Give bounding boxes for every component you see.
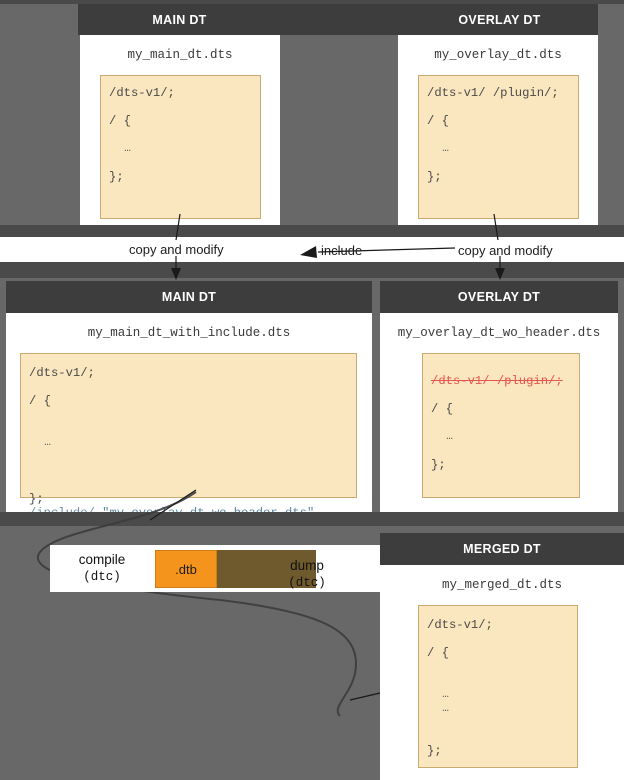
code-line: }; bbox=[427, 744, 442, 758]
code-line: / { bbox=[431, 402, 453, 416]
dtb-artifact-box: .dtb bbox=[155, 550, 217, 588]
dtb-artifact-label: .dtb bbox=[175, 561, 197, 577]
code-line: / { bbox=[427, 114, 449, 128]
stage1-overlay-panel: my_overlay_dt.dts /dts-v1/ /plugin/; / { … bbox=[398, 35, 598, 225]
stage2-main-header-label: MAIN DT bbox=[161, 290, 217, 304]
code-line: / { bbox=[29, 394, 51, 408]
code-line: / { bbox=[109, 114, 131, 128]
stage1-overlay-header-label: OVERLAY DT bbox=[458, 12, 541, 27]
stage2-overlay-header: OVERLAY DT bbox=[380, 281, 618, 313]
stage1-main-panel: my_main_dt.dts /dts-v1/; / { …}; bbox=[80, 35, 280, 225]
edge-label-include: include bbox=[321, 243, 363, 258]
code-line: /dts-v1/; bbox=[427, 618, 493, 632]
code-line: }; bbox=[109, 170, 124, 184]
code-line: }; bbox=[427, 170, 442, 184]
code-line: }; bbox=[29, 492, 44, 506]
stage2-overlay-code-box: /dts-v1/ /plugin/; / { …}; bbox=[422, 353, 580, 498]
top-edge-band bbox=[0, 0, 624, 4]
stage2-main-panel: my_main_dt_with_include.dts /dts-v1/; / {… bbox=[6, 313, 372, 520]
edge-label-copy-modify-right: copy and modify bbox=[458, 243, 553, 258]
stage3-merged-header: MERGED DT bbox=[380, 533, 624, 565]
edge-label-copy-modify-left: copy and modify bbox=[129, 242, 224, 257]
stage2-overlay-file-name: my_overlay_dt_wo_header.dts bbox=[397, 326, 601, 340]
stage2-overlay-panel: my_overlay_dt_wo_header.dts /dts-v1/ /pl… bbox=[380, 313, 618, 512]
stage3-merged-code-box: /dts-v1/; / { … …}; bbox=[418, 605, 578, 768]
stage1-main-header-label: MAIN DT bbox=[152, 12, 207, 27]
stage2-main-file-name: my_main_dt_with_include.dts bbox=[87, 326, 291, 340]
code-line-struck: /dts-v1/ /plugin/; bbox=[431, 374, 563, 388]
stage1-main-code-box: /dts-v1/; / { …}; bbox=[100, 75, 261, 219]
compile-label: compile (dtc) bbox=[52, 552, 152, 585]
stage1-main-file-name: my_main_dt.dts bbox=[127, 48, 233, 62]
stage3-merged-header-label: MERGED DT bbox=[463, 542, 541, 556]
dump-label: dump (dtc) bbox=[272, 558, 342, 591]
code-line: /dts-v1/; bbox=[109, 86, 175, 100]
dtb-shadow-strip bbox=[216, 550, 316, 588]
code-line: /dts-v1/; bbox=[29, 366, 95, 380]
code-line: … bbox=[427, 689, 450, 701]
stage3-merged-panel: my_merged_dt.dts /dts-v1/; / { … …}; bbox=[380, 565, 624, 780]
edge-strip-bottom-band bbox=[0, 262, 624, 278]
stage1-overlay-file-name: my_overlay_dt.dts bbox=[434, 48, 562, 62]
code-line: … bbox=[29, 437, 52, 449]
stage3-merged-file-name: my_merged_dt.dts bbox=[441, 578, 563, 592]
code-line: /dts-v1/ /plugin/; bbox=[427, 86, 559, 100]
code-line: … bbox=[427, 143, 450, 155]
compile-label-text: compile bbox=[78, 552, 126, 567]
stage2-main-header: MAIN DT bbox=[6, 281, 372, 313]
dump-tool-text: (dtc) bbox=[288, 576, 326, 590]
code-line: … bbox=[431, 431, 454, 443]
compile-tool-text: (dtc) bbox=[83, 570, 121, 584]
code-line: … bbox=[427, 703, 450, 715]
dump-label-text: dump bbox=[290, 558, 324, 573]
stage1-overlay-code-box: /dts-v1/ /plugin/; / { …}; bbox=[418, 75, 579, 219]
code-line: / { bbox=[427, 646, 449, 660]
code-line: … bbox=[109, 143, 132, 155]
stage2-bottom-band bbox=[0, 512, 624, 526]
stage2-overlay-header-label: OVERLAY DT bbox=[457, 290, 541, 304]
stage1-header-band: MAIN DT OVERLAY DT bbox=[78, 4, 598, 35]
stage1-bottom-band bbox=[0, 225, 624, 237]
code-line: }; bbox=[431, 458, 446, 472]
stage2-main-code-box: /dts-v1/;/ { …};/include/ "my_overlay_dt… bbox=[20, 353, 357, 520]
